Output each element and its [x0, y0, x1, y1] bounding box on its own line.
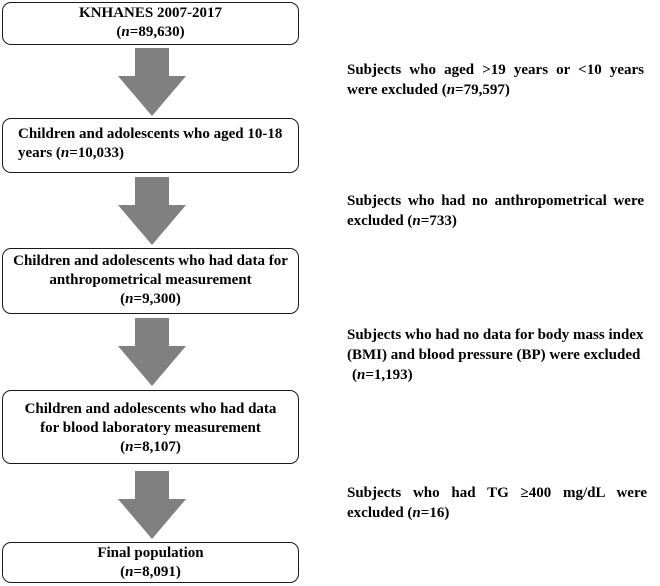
box-title: Children and adolescents who aged 10-18: [18, 126, 283, 142]
exclusion-line: Subjects who had no anthropometrical wer…: [347, 193, 644, 209]
box-title: KNHANES 2007-2017: [79, 5, 222, 21]
box-title: Final population: [97, 545, 204, 561]
exclusion-line: Subjects who had no data for body mass i…: [347, 327, 644, 343]
exclusion-note-tg: Subjects who had TG ≥400 mg/dL were excl…: [347, 483, 647, 523]
exclusion-count: excluded (n=733): [347, 213, 457, 229]
box-count: (n=8,107): [120, 439, 181, 455]
down-arrow-4: [118, 471, 186, 539]
box-title: Children and adolescents who had data: [24, 401, 277, 417]
box-count: (n=8,091): [120, 564, 181, 580]
box-subtitle: anthropometrical measurement: [49, 272, 252, 288]
down-arrow-2: [118, 177, 186, 245]
box-count: years (n=10,033): [18, 145, 125, 161]
down-arrow-3: [118, 318, 186, 386]
exclusion-line: (BMI) and blood pressure (BP) were exclu…: [347, 347, 641, 363]
exclusion-note-age: Subjects who aged >19 years or <10 years…: [347, 60, 644, 100]
exclusion-note-anthropometrical: Subjects who had no anthropometrical wer…: [347, 191, 644, 231]
exclusion-count: were excluded (n=79,597): [347, 82, 510, 98]
exclusion-line: Subjects who had TG ≥400 mg/dL were: [347, 485, 647, 501]
flow-box-knhanes: KNHANES 2007-2017 (n=89,630): [2, 2, 299, 45]
box-subtitle: for blood laboratory measurement: [40, 420, 261, 436]
box-title: Children and adolescents who had data fo…: [13, 253, 288, 269]
exclusion-count: excluded (n=16): [347, 505, 450, 521]
exclusion-line: Subjects who aged >19 years or <10 years: [347, 62, 644, 78]
flow-box-aged-10-18: Children and adolescents who aged 10-18 …: [2, 118, 299, 173]
exclusion-count: (n=1,193): [352, 367, 413, 383]
box-count: (n=9,300): [120, 291, 181, 307]
flow-box-final-population: Final population (n=8,091): [2, 542, 299, 583]
flow-box-blood-lab-data: Children and adolescents who had data fo…: [2, 390, 299, 464]
down-arrow-1: [118, 48, 186, 116]
exclusion-note-bmi-bp: Subjects who had no data for body mass i…: [347, 325, 652, 385]
flow-box-anthropometrical-data: Children and adolescents who had data fo…: [2, 248, 299, 314]
box-count: (n=89,630): [116, 24, 185, 40]
